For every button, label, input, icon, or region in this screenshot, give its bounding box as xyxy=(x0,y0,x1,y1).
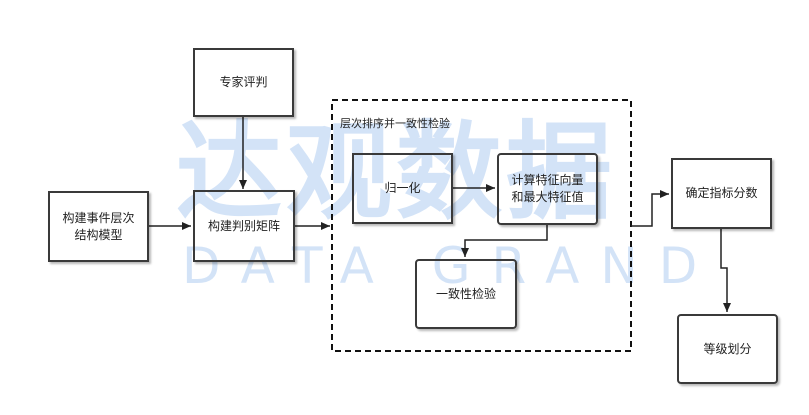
node-judgment-matrix-label: 构建判别矩阵 xyxy=(207,218,280,233)
node-consistency-test[interactable]: 一致性检验 xyxy=(415,259,517,329)
node-index-score[interactable]: 确定指标分数 xyxy=(671,158,772,229)
node-expert-review-label: 专家评判 xyxy=(219,75,268,89)
node-normalize[interactable]: 归一化 xyxy=(352,153,453,224)
node-grading[interactable]: 等级划分 xyxy=(677,314,778,384)
node-eigen-compute[interactable]: 计算特征向量 和最大特征值 xyxy=(497,153,598,225)
node-eigen-compute-label: 计算特征向量 和最大特征值 xyxy=(511,173,584,204)
node-consistency-test-label: 一致性检验 xyxy=(435,286,496,301)
node-normalize-label: 归一化 xyxy=(384,181,421,195)
arrow-group-to-score xyxy=(631,190,669,227)
node-judgment-matrix[interactable]: 构建判别矩阵 xyxy=(193,190,295,262)
group-label: 层次排序并一致性检验 xyxy=(340,117,450,130)
arrow-eigen-to-consistency xyxy=(461,225,548,257)
node-hierarchy-model-label: 构建事件层次 结构模型 xyxy=(62,210,135,242)
node-index-score-label: 确定指标分数 xyxy=(685,186,758,200)
node-expert-review[interactable]: 专家评判 xyxy=(193,48,294,117)
node-hierarchy-model[interactable]: 构建事件层次 结构模型 xyxy=(48,191,149,262)
arrow-score-to-grading xyxy=(720,229,731,312)
node-grading-label: 等级划分 xyxy=(703,341,752,356)
